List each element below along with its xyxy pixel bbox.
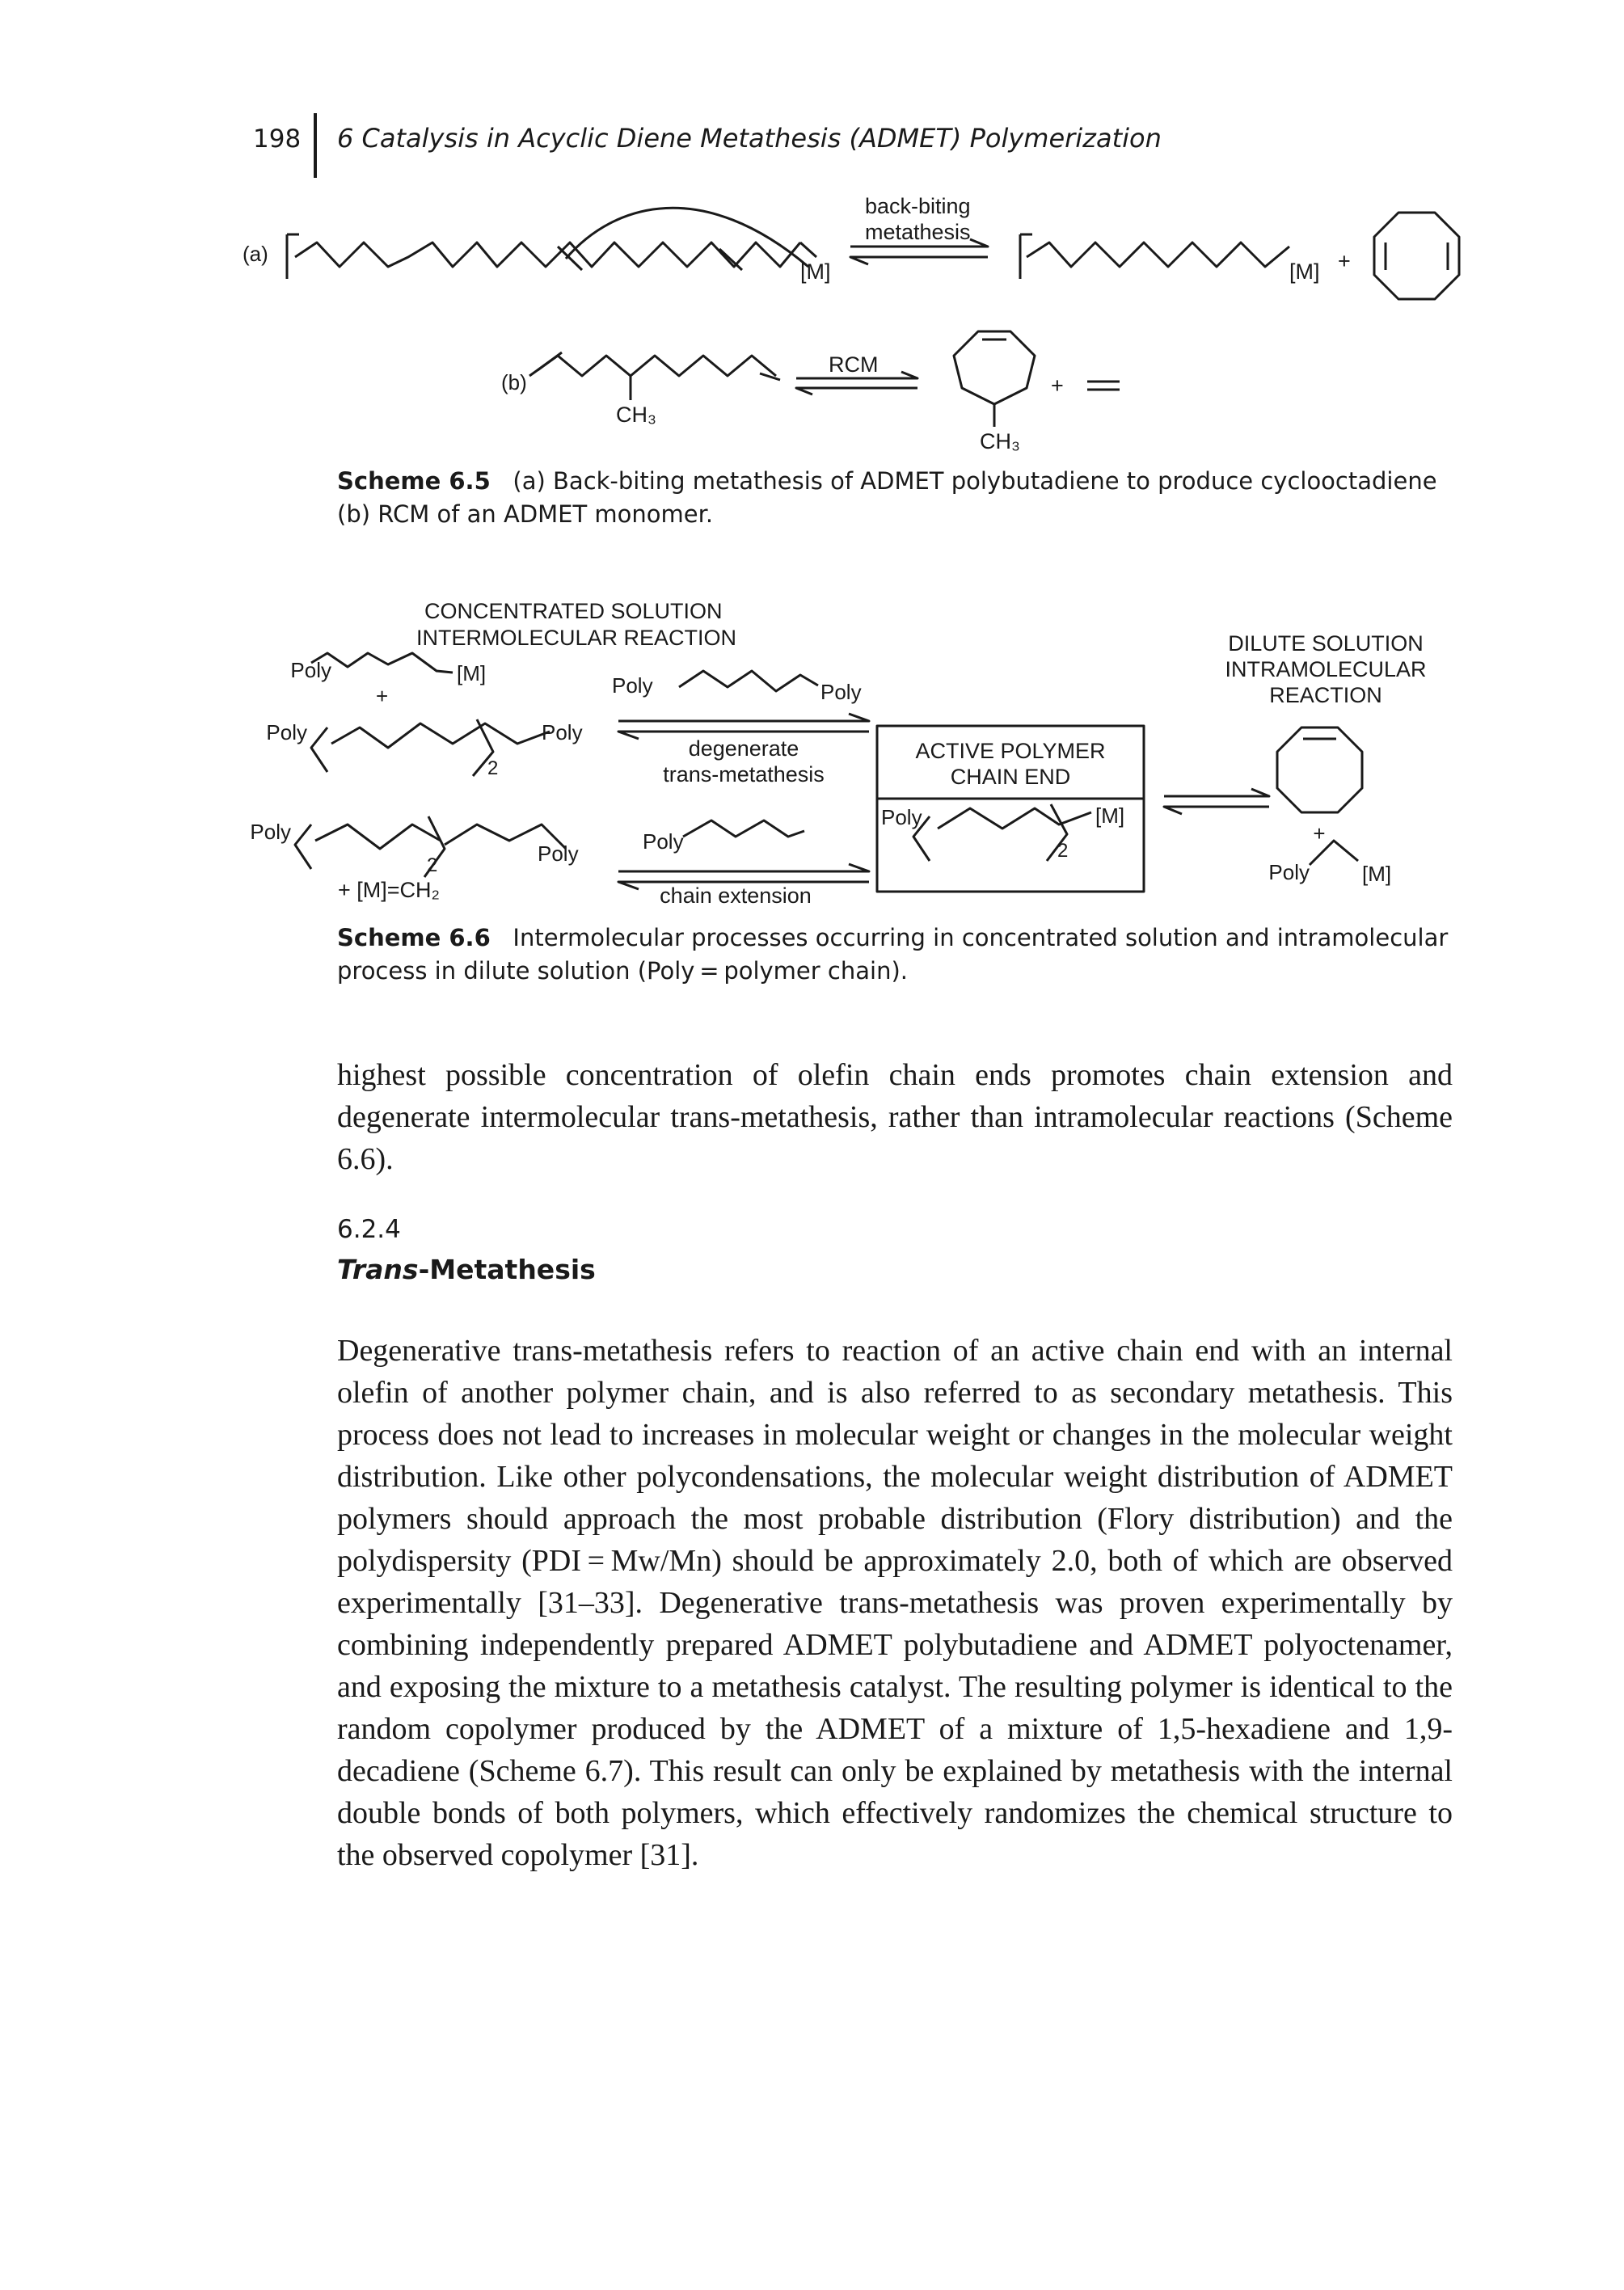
backbiting-arc	[564, 206, 809, 268]
heading-intermolecular: INTERMOLECULAR REACTION	[416, 626, 736, 650]
poly-label-7: Poly	[538, 841, 579, 866]
scheme-6-6-caption-text: Intermolecular processes occurring in co…	[337, 924, 1449, 985]
product-chain	[1026, 241, 1290, 268]
running-title: 6 Catalysis in Acyclic Diene Metathesis …	[337, 123, 1162, 154]
dilute-arrow-back	[1162, 805, 1269, 816]
cyclooctadiene-ring	[1373, 211, 1461, 301]
arrow-forward-a	[850, 238, 989, 248]
dilute-heading-1: DILUTE SOLUTION	[1228, 631, 1424, 656]
poly-label-3: Poly	[820, 680, 862, 704]
poly-label-6: Poly	[250, 820, 291, 844]
dilute-heading-3: REACTION	[1269, 683, 1382, 707]
cycloheptene-ring	[952, 330, 1036, 406]
heading-concentrated: CONCENTRATED SOLUTION	[424, 599, 723, 623]
metal-label-product: [M]	[1289, 259, 1320, 284]
subscript-box: 2	[1057, 840, 1068, 862]
scheme-6-5-caption-text: (a) Back-biting metathesis of ADMET poly…	[337, 467, 1437, 528]
metal-label-a: [M]	[800, 259, 831, 284]
page-number: 198	[253, 124, 302, 154]
arrow-label-back-biting: back-biting	[865, 194, 971, 218]
plus-sign-b: +	[1051, 373, 1064, 398]
section-title-italic: Trans	[337, 1254, 419, 1285]
chain-extension-arrow-back	[617, 880, 869, 891]
scheme-6-5-caption-label: Scheme 6.5	[337, 467, 491, 495]
metal-label-box: [M]	[1095, 803, 1124, 828]
trans-metathesis-label: trans-metathesis	[663, 762, 825, 787]
poly-label-1: Poly	[290, 658, 331, 682]
box-heading-2: CHAIN END	[951, 765, 1071, 789]
dilute-heading-2: INTRAMOLECULAR	[1225, 657, 1426, 681]
dilute-arrow-forward	[1164, 787, 1271, 798]
subscript-2: 2	[427, 854, 437, 876]
paragraph-2: Degenerative trans-metathesis refers to …	[337, 1334, 1453, 1872]
active-polymer-box	[875, 724, 1145, 893]
scheme-6-6-figure: CONCENTRATED SOLUTION INTERMOLECULAR REA…	[250, 599, 1426, 908]
poly-label-5: Poly	[542, 720, 583, 744]
arrow-forward-b	[796, 370, 919, 380]
paragraph-1: highest possible concentration of olefin…	[337, 1058, 1453, 1176]
arrow-back-a	[849, 255, 988, 266]
rcm-label: RCM	[829, 352, 879, 377]
degenerate-label: degenerate	[689, 736, 799, 761]
polybutadiene-chain	[294, 241, 802, 268]
section-number: 6.2.4	[337, 1215, 401, 1244]
metal-label-dilute: [M]	[1362, 862, 1391, 886]
section-title: Trans-Metathesis	[337, 1254, 596, 1285]
metal-label-1: [M]	[457, 661, 486, 685]
methyl-label-ring: CH₃	[980, 429, 1020, 453]
box-heading-1: ACTIVE POLYMER	[915, 739, 1105, 763]
label-b: (b)	[501, 370, 527, 394]
section-title-rest: -Metathesis	[418, 1254, 596, 1285]
plus-sign-1: +	[376, 684, 388, 708]
poly-label-8: Poly	[643, 829, 684, 854]
plus-sign-dilute: +	[1313, 821, 1325, 846]
degenerate-arrow-back	[617, 730, 869, 740]
label-a: (a)	[243, 242, 268, 266]
poly-label-4: Poly	[266, 720, 307, 744]
poly-label-dilute: Poly	[1268, 860, 1310, 884]
arrow-back-b	[795, 386, 917, 396]
cyclooctene-ring	[1276, 726, 1364, 814]
scheme-6-5-caption: Scheme 6.5 (a) Back-biting metathesis of…	[337, 465, 1453, 531]
plus-sign-a: +	[1338, 249, 1351, 273]
degenerate-arrow-forward	[618, 712, 871, 723]
chain-extension-arrow-forward	[618, 862, 871, 873]
poly-label-2: Poly	[612, 673, 653, 698]
methylidene-label: + [M]=CH₂	[338, 878, 440, 902]
diene-monomer	[529, 354, 777, 377]
subscript-1: 2	[487, 757, 498, 779]
arrow-label-metathesis: metathesis	[865, 220, 971, 244]
methyl-label-monomer: CH₃	[616, 403, 656, 427]
scheme-6-5-figure: (a) [M] back-biting metathesis [M] + (b)…	[243, 194, 1461, 453]
chain-extension-label: chain extension	[660, 884, 812, 908]
scheme-6-6-caption: Scheme 6.6 Intermolecular processes occu…	[337, 921, 1453, 988]
header-rule	[314, 113, 317, 178]
poly-label-box: Poly	[881, 805, 922, 829]
scheme-6-6-caption-label: Scheme 6.6	[337, 924, 491, 951]
